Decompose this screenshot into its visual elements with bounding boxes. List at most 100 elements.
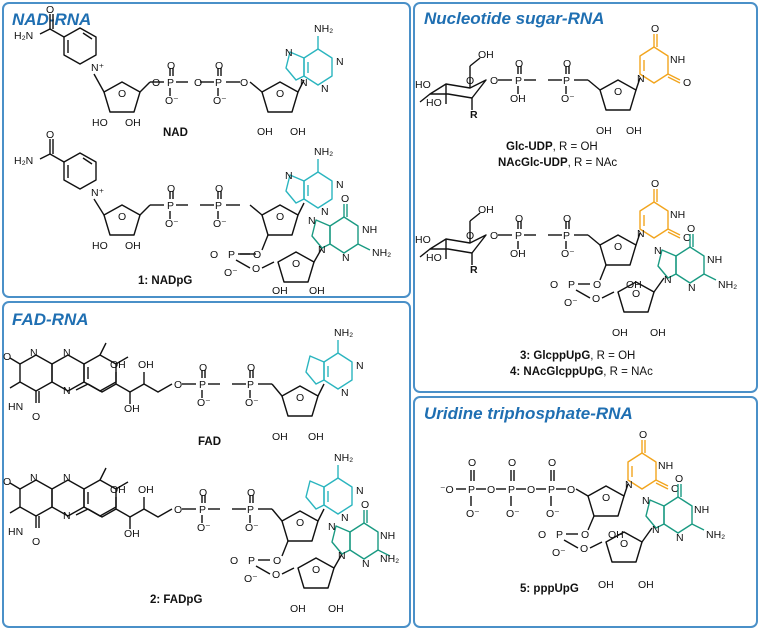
nad-o1: O [152,77,160,89]
fad-n10: N [63,385,71,397]
ppp-guanine-n4: N [676,532,684,544]
caption-fadpg: 2: FADpG [150,594,202,606]
fad-adenine-n4: N [341,387,349,399]
glcpp-uracil-n: N [637,228,645,240]
fadpg-guanine-n1: N [328,521,336,533]
ppp-guanine-o: O [675,473,683,485]
ppp-o-top2: O [508,457,516,469]
nad-oh-2: OH [257,126,273,138]
nadpg-oh-4: OH [272,285,288,297]
nadpg-adenine-n1: N [285,170,293,182]
ppp-link-o2: O [538,529,546,541]
fadpg-oh-r2: OH [124,528,140,540]
fadpg-ribose-o: O [296,517,304,529]
glcpp-r: R [470,264,478,276]
fadpg-link-o2: O [230,555,238,567]
ppp-ominus-start: ⁻O [440,484,454,496]
nadpg-guanine-n1: N [308,215,316,227]
nadpg-adenine-n4: N [321,206,329,218]
nadpg-adenine-nh2: NH₂ [314,146,333,158]
fadpg-n1: N [30,472,38,484]
glcpp-guanine-n3: N [664,274,672,286]
glcpp-p2: P [563,230,570,242]
caption-glcppupg: 3: GlcppUpG, R = OH [520,350,635,362]
fad-ribose-o: O [296,392,304,404]
ppp-ominus2: O⁻ [506,508,520,520]
nadpg-guanine-nh2: NH₂ [372,247,391,259]
nad-adenine-n2: N [336,56,344,68]
fadpg-oh-5: OH [328,603,344,615]
fad-o-top: O [3,351,11,363]
fadpg-structure: N N N O HN O OH OH OH O P P O O O⁻ O⁻ O … [3,452,399,615]
nadpg-o5: O [215,183,223,195]
nadpg-adenine-n2: N [336,179,344,191]
fadpg-p1: P [199,504,206,516]
fad-oh-r3: OH [138,359,154,371]
glcudp-ho-1: HO [415,79,431,91]
glcudp-ominus: O⁻ [561,93,575,105]
nadpg-link-o1: O [253,249,261,261]
ppp-uracil-nh: NH [658,460,673,472]
fad-ominus1: O⁻ [197,397,211,409]
glcpp-oh-1: OH [626,279,642,291]
ppp-guanine-n3: N [652,524,660,536]
glcpp-oh-2: OH [612,327,628,339]
fad-oh-r1: OH [110,359,126,371]
glcpp-guanine-n4: N [688,282,696,294]
fadpg-guanine-o: O [361,499,369,511]
ppp-link-o3: O [580,543,588,555]
fad-o4: O [199,362,207,374]
nadpg-ominus2: O⁻ [213,218,227,230]
glc-udp-structure: OH HO HO O R O P P O O OH O⁻ O OH OH O N… [415,23,691,169]
panel-nad-frame [2,2,411,298]
fad-n1: N [30,347,38,359]
fadpg-ribose2-o: O [312,564,320,576]
panel-title-utp: Uridine triphosphate-RNA [424,404,633,423]
nadpg-guanine-nh: NH [362,224,377,236]
ppp-uracil-o1: O [639,429,647,441]
ppp-ominus1: O⁻ [466,508,480,520]
fadpg-ominus1: O⁻ [197,522,211,534]
nad-adenine-n3: N [300,77,308,89]
glcpp-ribose-o: O [614,241,622,253]
ppp-o3: O [567,484,575,496]
fadpg-ominus2: O⁻ [245,522,259,534]
nadpg-pyridinium-n: N⁺ [91,187,105,199]
fadpg-adenine-n2: N [356,485,364,497]
fadpg-p2: P [247,504,254,516]
glcudp-r: R [470,109,478,121]
ppp-guanine-n1: N [642,495,650,507]
ppp-oh-3: OH [638,579,654,591]
glcudp-uracil-nh: NH [670,54,685,66]
caption-nacglc-udp: NAcGlc-UDP, R = NAc [498,157,617,169]
nad-adenine-n4: N [321,83,329,95]
ppp-ribose-o: O [602,492,610,504]
nad-carboxamide-h2n: H₂N [14,30,33,42]
caption-fad: FAD [198,436,221,448]
nadpg-ominus1: O⁻ [165,218,179,230]
nad-carboxamide-o: O [46,4,54,16]
ppp-o-top1: O [468,457,476,469]
glcudp-oh-1: OH [596,125,612,137]
caption-nadpg: 1: NADpG [138,275,192,287]
glcpp-ring-o: O [466,230,474,242]
ppp-link-o1: O [581,529,589,541]
nadpg-guanine-o: O [341,193,349,205]
glcudp-oh-top: OH [478,49,494,61]
ppp-ominus3: O⁻ [546,508,560,520]
fad-n5: N [63,347,71,359]
caption-nacglcppupg: 4: NAcGlcppUpG, R = NAc [510,366,653,378]
ppp-link-p: P [556,529,563,541]
nadpg-ho-1: HO [92,240,108,252]
nad-p2: P [215,77,222,89]
caption-glc-udp: Glc-UDP, R = OH [506,141,598,153]
nadpg-ribose3-o: O [292,258,300,270]
fadpg-guanine-n4: N [362,558,370,570]
glcpp-guanine-nh: NH [707,254,722,266]
glcpp-o4: O [515,213,523,225]
glcudp-uracil-o1: O [651,23,659,35]
glcpp-uracil-o1: O [651,178,659,190]
glcpp-uracil-o2: O [683,232,691,244]
glcudp-o-link: O [490,75,498,87]
nad-ring-o: O [118,88,126,100]
